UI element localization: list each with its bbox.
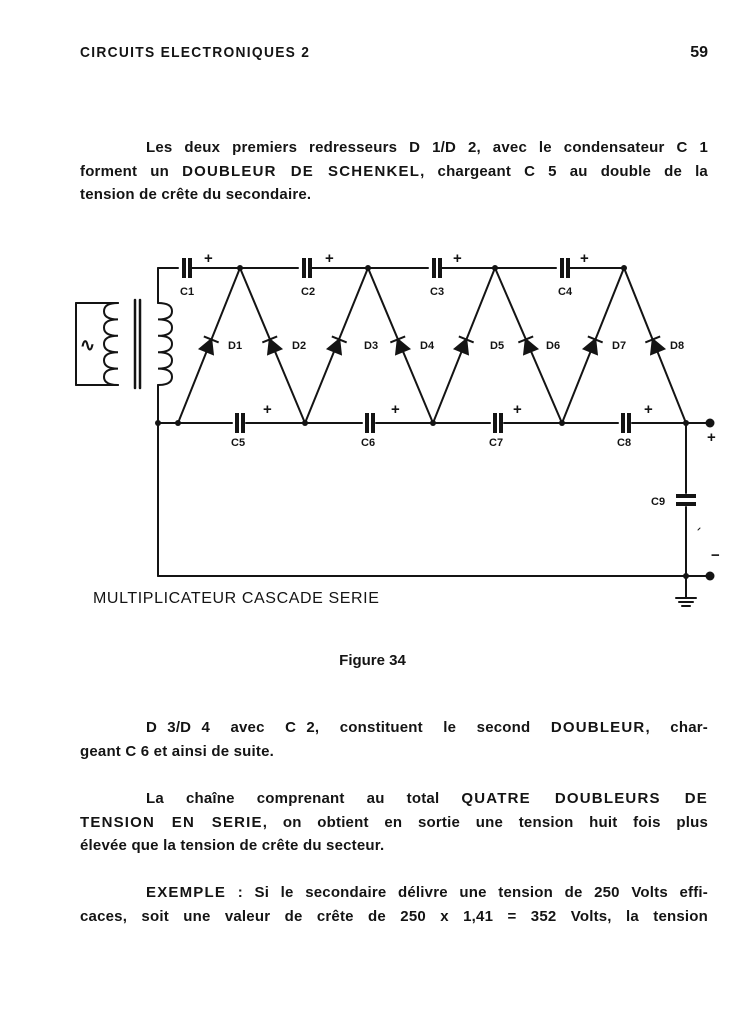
- text-run: , char-: [645, 719, 708, 736]
- text-run: D 3/D 4 avec C 2, constituent le second: [146, 719, 551, 736]
- polarity-plus: +: [325, 250, 334, 267]
- polarity-plus: +: [263, 401, 272, 418]
- label-c1: C1: [180, 286, 194, 298]
- text-run: : Si le secondaire délivre une tension d…: [226, 884, 708, 901]
- label-d2: D2: [292, 340, 306, 352]
- emphasis-text: DOUBLEUR DE SCHENKEL: [182, 162, 421, 180]
- label-c6: C6: [361, 437, 375, 449]
- ac-source-icon: ∿: [80, 335, 95, 355]
- polarity-plus: +: [391, 401, 400, 418]
- label-d1: D1: [228, 340, 242, 352]
- polarity-plus: +: [513, 401, 522, 418]
- circuit-figure: C1 C2 C3 C4 C5 C6 C7 C8 C9 D1 D2 D3 D4 D…: [0, 240, 745, 620]
- label-c4: C4: [558, 286, 573, 298]
- polarity-plus: +: [453, 250, 462, 267]
- text-run: forment un: [80, 162, 183, 180]
- emphasis-text: QUATRE DOUBLEURS DE: [461, 790, 708, 807]
- label-c2: C2: [301, 286, 315, 298]
- text-run: La chaîne comprenant au total: [146, 790, 462, 807]
- label-d5: D5: [490, 340, 504, 352]
- label-c9: C9: [651, 496, 665, 508]
- running-head: CIRCUITS ELECTRONIQUES 2 59: [80, 44, 708, 66]
- paragraph-four-doublers: La chaîne comprenant au total QUATRE DOU…: [80, 787, 708, 858]
- label-c5: C5: [231, 437, 245, 449]
- paragraph-schenkel: Les deux premiers redresseurs D 1/D 2, a…: [80, 136, 708, 207]
- label-d6: D6: [546, 340, 560, 352]
- paragraph-line: Les deux premiers redresseurs D 1/D 2, a…: [146, 139, 708, 156]
- output-plus: +: [707, 429, 716, 446]
- label-d7: D7: [612, 340, 626, 352]
- label-d4: D4: [420, 340, 435, 352]
- emphasis-text: EXEMPLE: [146, 884, 227, 901]
- paragraph-example: EXEMPLE : Si le secondaire délivre une t…: [80, 881, 708, 928]
- text-run: , chargeant C 5 au double de la: [420, 162, 708, 180]
- paragraph-line: TENSION EN SERIE, on obtient en sortie u…: [80, 811, 708, 835]
- paragraph-line: caces, soit une valeur de crête de 250 x…: [80, 907, 708, 925]
- text-run: , on obtient en sortie une tension huit …: [262, 813, 708, 831]
- emphasis-text: DOUBLEUR: [550, 719, 646, 736]
- label-d3: D3: [364, 340, 378, 352]
- label-c3: C3: [430, 286, 444, 298]
- paragraph-line: forment un DOUBLEUR DE SCHENKEL, chargea…: [80, 160, 708, 184]
- polarity-plus: +: [204, 250, 213, 267]
- polarity-plus: +: [644, 401, 653, 418]
- running-title: CIRCUITS ELECTRONIQUES 2: [80, 44, 311, 61]
- label-d8: D8: [670, 340, 684, 352]
- paragraph-line: tension de crête du secondaire.: [80, 186, 312, 203]
- emphasis-text: TENSION EN SERIE: [80, 813, 263, 831]
- paragraph-line: EXEMPLE : Si le secondaire délivre une t…: [80, 881, 708, 905]
- output-minus: −: [711, 547, 720, 564]
- page-number: 59: [690, 44, 708, 61]
- paragraph-line: D 3/D 4 avec C 2, constituent le second …: [80, 716, 708, 740]
- cascade-multiplier-schematic: C1 C2 C3 C4 C5 C6 C7 C8 C9 D1 D2 D3 D4 D…: [75, 250, 720, 607]
- paragraph-line: geant C 6 et ainsi de suite.: [80, 742, 274, 760]
- paragraph-second-doubler: D 3/D 4 avec C 2, constituent le second …: [80, 716, 708, 763]
- polarity-plus: +: [580, 250, 589, 267]
- figure-caption: Figure 34: [339, 652, 406, 669]
- paragraph-line: élevée que la tension de crête du secteu…: [80, 837, 385, 854]
- label-c8: C8: [617, 437, 631, 449]
- paragraph-line: La chaîne comprenant au total QUATRE DOU…: [80, 787, 708, 811]
- label-c7: C7: [489, 437, 503, 449]
- figure-title: MULTIPLICATEUR CASCADE SERIE: [93, 590, 380, 607]
